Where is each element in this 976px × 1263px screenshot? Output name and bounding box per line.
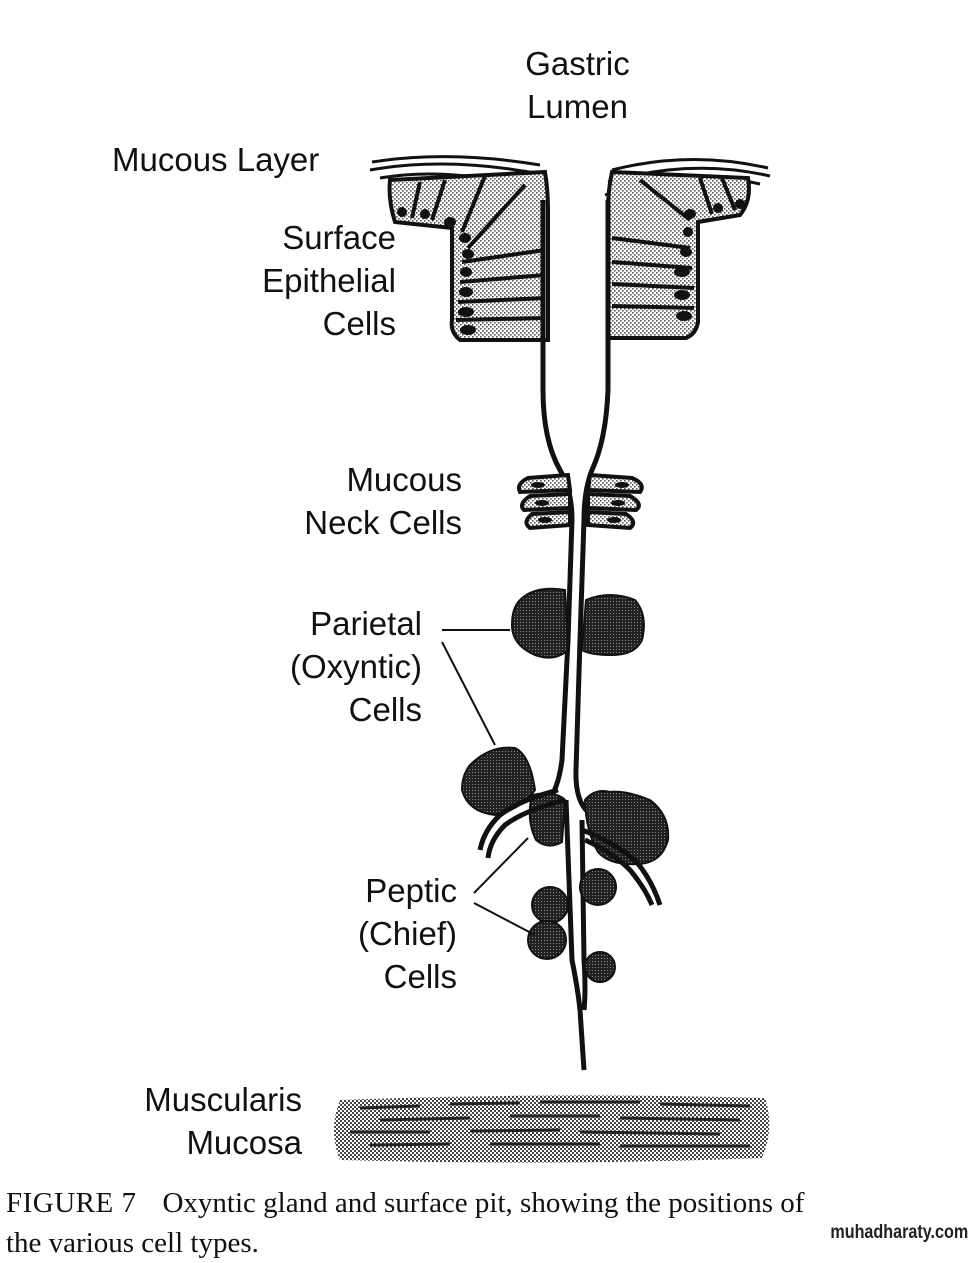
label-line: (Chief) <box>357 915 457 952</box>
label-muscularis-mucosa: Muscularis Mucosa <box>100 1078 302 1164</box>
oxyntic-gland-diagram <box>334 155 771 1163</box>
surface-epithelium-right <box>606 169 751 340</box>
figure-number: FIGURE 7 <box>6 1187 137 1219</box>
label-line: Peptic <box>365 872 457 909</box>
figure-caption: FIGURE 7 Oxyntic gland and surface pit, s… <box>6 1183 804 1263</box>
surface-epithelium-left <box>387 169 550 342</box>
parietal-cells <box>460 587 670 866</box>
label-line: Gastric <box>525 45 630 82</box>
label-line: Cells <box>383 958 457 995</box>
caption-line-2: the various cell types. <box>6 1227 259 1259</box>
leader-lines <box>441 629 536 936</box>
label-line: Mucous <box>346 461 462 498</box>
caption-text: Oxyntic gland and surface pit, showing t… <box>162 1187 805 1219</box>
label-mucous-layer: Mucous Layer <box>112 138 319 181</box>
label-line: Epithelial <box>262 262 396 299</box>
muscularis-mucosa-band <box>334 1095 770 1163</box>
label-gastric-lumen: Gastric Lumen <box>500 42 655 128</box>
label-peptic-cells: Peptic (Chief) Cells <box>300 869 457 998</box>
label-line: Surface <box>282 219 396 256</box>
label-parietal-cells: Parietal (Oxyntic) Cells <box>240 602 422 731</box>
label-line: Cells <box>348 691 422 728</box>
peptic-cells <box>527 868 617 983</box>
label-line: Lumen <box>527 88 628 125</box>
label-mucous-neck-cells: Mucous Neck Cells <box>260 458 462 544</box>
watermark: muhadharaty.com <box>830 1222 968 1243</box>
label-line: Mucous Layer <box>112 141 320 178</box>
label-line: Muscularis <box>144 1081 302 1118</box>
label-line: Mucosa <box>186 1124 302 1161</box>
label-line: (Oxyntic) <box>290 648 422 685</box>
label-line: Neck Cells <box>304 504 462 541</box>
mucous-neck-cells <box>517 472 644 531</box>
label-line: Parietal <box>310 605 422 642</box>
label-line: Cells <box>322 305 396 342</box>
caption-line-1: FIGURE 7 Oxyntic gland and surface pit, s… <box>6 1183 804 1223</box>
gland-branches <box>477 787 663 906</box>
label-surface-epithelial-cells: Surface Epithelial Cells <box>200 216 396 345</box>
